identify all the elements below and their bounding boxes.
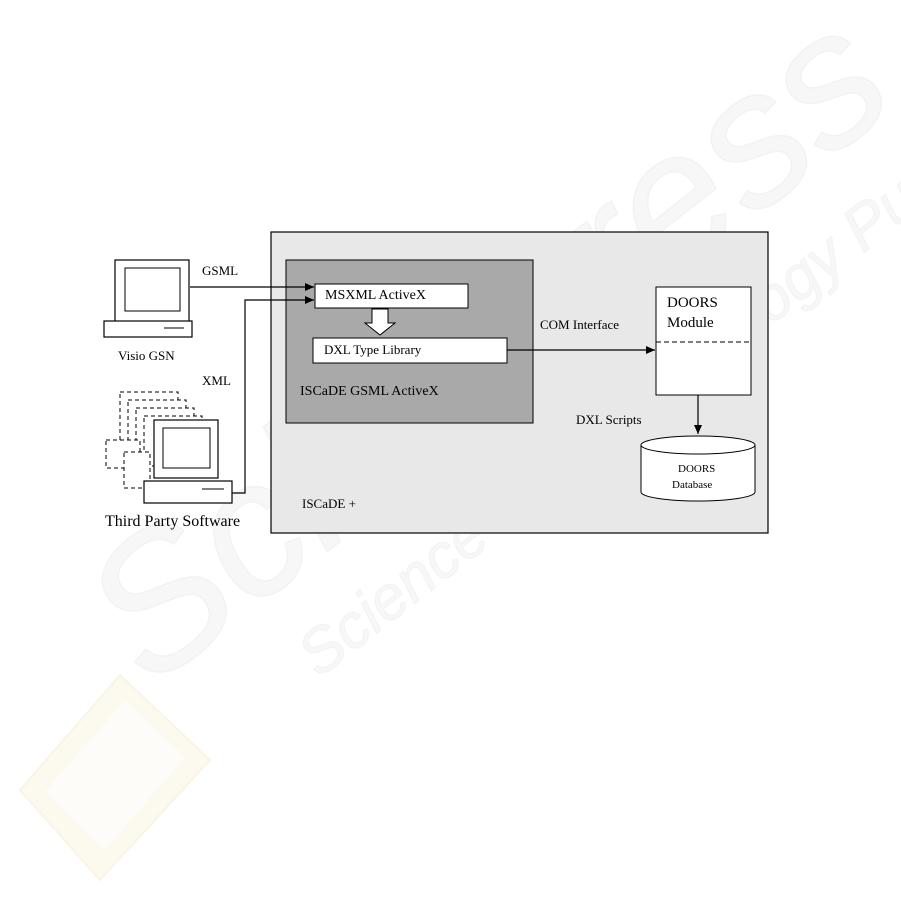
third-party-software-label: Third Party Software [105, 514, 240, 530]
doors-module-title-line1: DOORS [667, 296, 718, 311]
msxml-activex-label: MSXML ActiveX [325, 289, 426, 303]
doors-database-title-line1: DOORS [678, 464, 715, 475]
third-party-computers-icon [106, 392, 232, 503]
xml-label: XML [202, 374, 231, 387]
iscade-plus-label: ISCaDE + [302, 497, 356, 510]
com-interface-label: COM Interface [540, 318, 619, 331]
visio-gsn-computer-icon [104, 260, 192, 337]
doors-module-title-line2: Module [667, 316, 714, 331]
gsml-label: GSML [202, 264, 238, 277]
dxl-type-library-label: DXL Type Library [324, 343, 421, 356]
iscade-gsml-activex-label: ISCaDE GSML ActiveX [300, 385, 439, 399]
doors-database-title-line2: Database [672, 480, 712, 491]
dxl-scripts-label: DXL Scripts [576, 413, 642, 426]
visio-gsn-label: Visio GSN [118, 349, 175, 362]
